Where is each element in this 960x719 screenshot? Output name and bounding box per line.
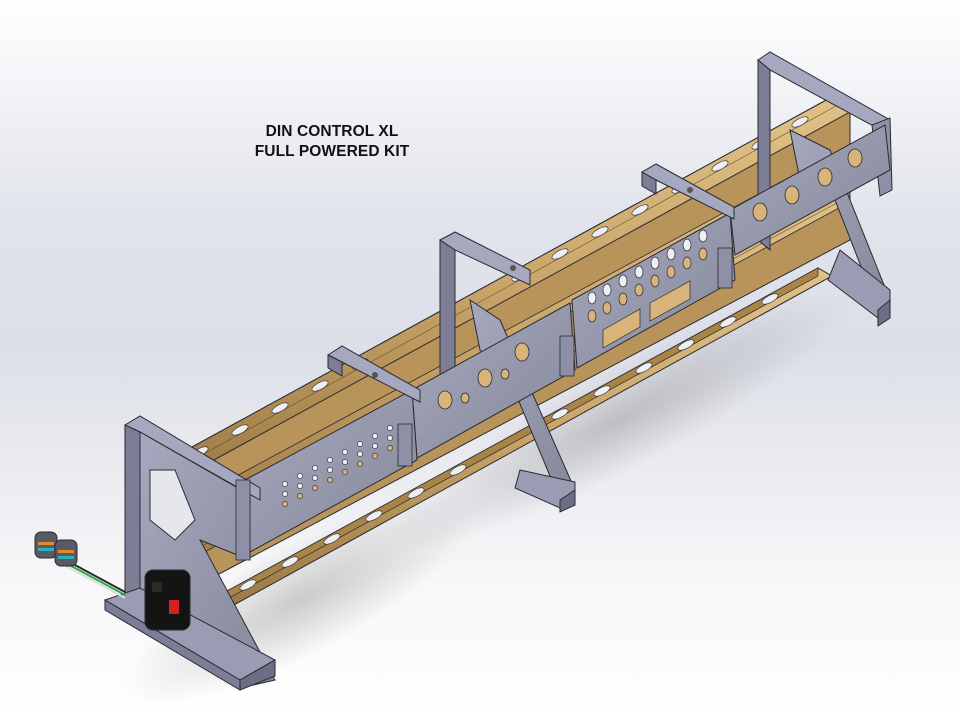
lower-din-rail (217, 267, 834, 607)
wire-harness (34, 531, 126, 599)
wire-connectors (34, 531, 78, 567)
title-line-1: DIN CONTROL XL (265, 123, 399, 140)
front-panels (244, 124, 891, 553)
power-inlet (144, 569, 191, 631)
title-line-2: FULL POWERED KIT (254, 143, 410, 160)
product-title-label: DIN CONTROL XL FULL POWERED KIT (232, 122, 432, 162)
top-cross-brackets (326, 163, 735, 403)
rocker-switch (169, 600, 179, 614)
